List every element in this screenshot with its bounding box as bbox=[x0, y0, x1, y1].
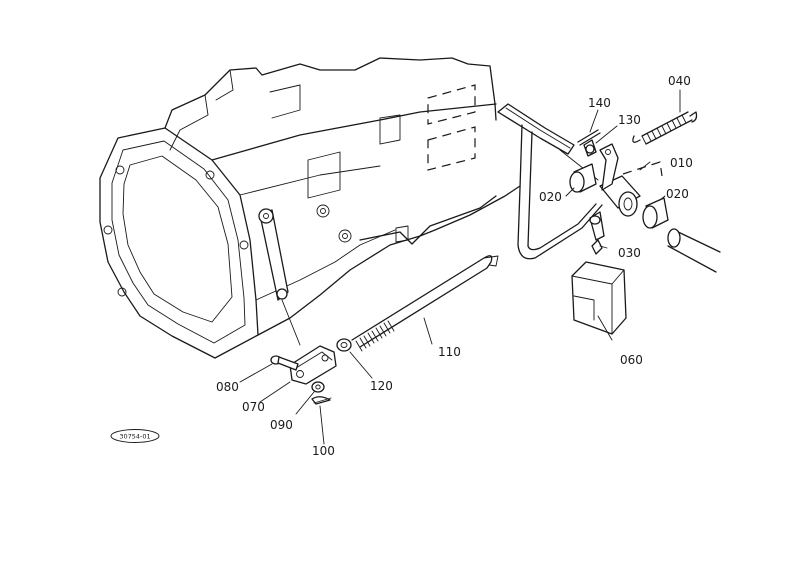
part-label-140: 140 bbox=[588, 96, 611, 110]
part-label-120: 120 bbox=[370, 379, 393, 393]
part-label-110: 110 bbox=[438, 345, 461, 359]
part-label-100: 100 bbox=[312, 444, 335, 458]
cotter-pin bbox=[577, 129, 601, 146]
clevis-pin bbox=[270, 355, 299, 371]
reference-code: 30754-01 bbox=[119, 433, 150, 441]
bushing-left bbox=[569, 163, 597, 193]
clevis-yoke bbox=[289, 345, 337, 385]
transmission-housing bbox=[99, 57, 521, 359]
reference-code-badge: 30754-01 bbox=[110, 429, 160, 443]
clutch-pedal bbox=[497, 103, 663, 260]
part-label-080: 080 bbox=[216, 380, 239, 394]
washer bbox=[311, 381, 325, 393]
pedal-rubber-pad bbox=[571, 261, 627, 335]
part-label-070: 070 bbox=[242, 400, 265, 414]
part-label-040: 040 bbox=[668, 74, 691, 88]
part-label-030: 030 bbox=[618, 246, 641, 260]
bushing-right bbox=[642, 197, 669, 229]
lock-nut bbox=[336, 338, 352, 352]
leader-lines bbox=[239, 89, 681, 445]
pedal-boss bbox=[618, 191, 638, 217]
retaining-clip bbox=[591, 239, 603, 255]
part-label-130: 130 bbox=[618, 113, 641, 127]
return-spring bbox=[632, 111, 698, 145]
split-pin bbox=[311, 396, 332, 405]
part-label-020-left: 020 bbox=[539, 190, 562, 204]
part-label-090: 090 bbox=[270, 418, 293, 432]
clutch-rod bbox=[351, 255, 499, 352]
part-label-020-right: 020 bbox=[666, 187, 689, 201]
spring-pin bbox=[583, 139, 597, 157]
part-label-060: 060 bbox=[620, 353, 643, 367]
pedal-shaft bbox=[667, 228, 721, 273]
part-label-010: 010 bbox=[670, 156, 693, 170]
release-lever-arm bbox=[258, 208, 301, 346]
pedal-bolt bbox=[589, 211, 605, 241]
